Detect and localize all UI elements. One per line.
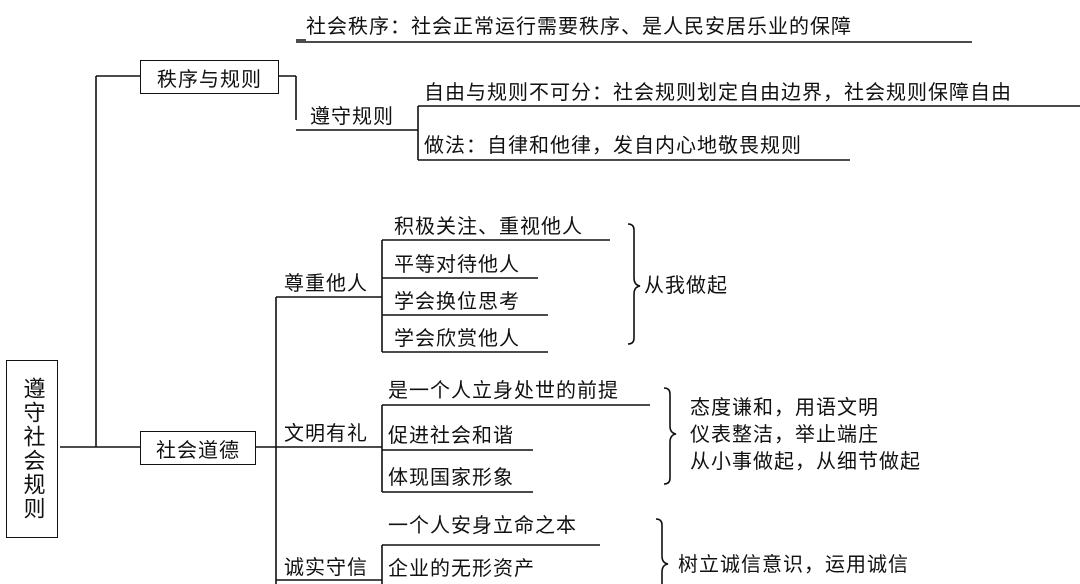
respect-summary: 从我做起 (644, 273, 728, 297)
obey-label: 遵守规则 (310, 104, 394, 128)
civility-item: 促进社会和谐 (388, 423, 514, 447)
respect-label: 尊重他人 (284, 271, 368, 295)
respect-item: 积极关注、重视他人 (394, 214, 583, 238)
morality-node-box: 社会道德 (140, 431, 256, 465)
civility-item: 是一个人立身处世的前提 (388, 378, 619, 402)
civility-item: 体现国家形象 (388, 465, 514, 489)
honesty-item: 企业的无形资产 (388, 556, 535, 580)
social-order-text: 社会秩序：社会正常运行需要秩序、是人民安居乐业的保障 (306, 14, 852, 38)
honesty-item: 一个人安身立命之本 (388, 513, 577, 537)
civility-brace (663, 387, 677, 485)
respect-brace (627, 223, 641, 345)
order-node-label: 秩序与规则 (157, 66, 262, 91)
root-trunk-line (60, 75, 140, 448)
respect-item: 学会换位思考 (394, 289, 520, 313)
root-node-box: 遵守社会规则 (6, 360, 58, 538)
morality-connector-line (256, 297, 277, 584)
civility-summary-line: 仪表整洁，举止端庄 (690, 422, 879, 446)
civility-summary-line: 态度谦和，用语文明 (690, 395, 879, 419)
root-node-label: 遵守社会规则 (19, 377, 45, 521)
respect-item: 学会欣赏他人 (394, 326, 520, 350)
order-node-box: 秩序与规则 (140, 60, 279, 94)
honesty-label: 诚实守信 (284, 555, 368, 579)
respect-item: 平等对待他人 (394, 252, 520, 276)
obey-item2-text: 做法：自律和他律，发自内心地敬畏规则 (424, 133, 802, 157)
honesty-summary: 树立诚信意识，运用诚信 (678, 552, 909, 576)
obey-item1-text: 自由与规则不可分：社会规则划定自由边界，社会规则保障自由 (424, 80, 1012, 104)
order-connector-line (279, 39, 306, 120)
honesty-brace (655, 518, 669, 584)
civility-summary-line: 从小事做起，从细节做起 (690, 449, 921, 473)
morality-node-label: 社会道德 (156, 437, 240, 462)
obey-connector-line (408, 106, 419, 160)
civility-label: 文明有礼 (284, 421, 368, 445)
